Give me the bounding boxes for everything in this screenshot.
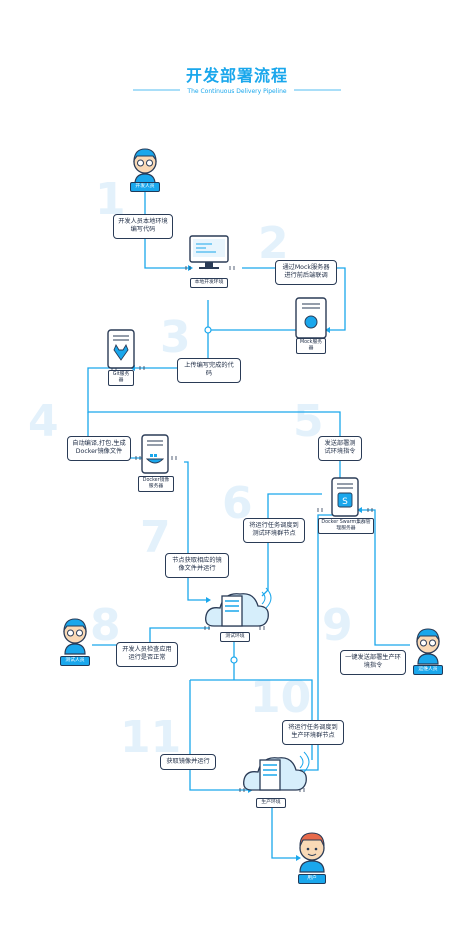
note-step-7: 节点获取相应的镜像文件并运行 (165, 553, 229, 578)
flow-connectors (87, 192, 410, 859)
monitor-icon (189, 235, 229, 269)
tick-marks (111, 266, 373, 792)
note-step-10: 将运行任务调度到生产环境群节点 (282, 720, 344, 745)
step-number-4: 4 (28, 396, 59, 447)
note-step-8: 开发人员检查应用运行是否正常 (116, 642, 178, 667)
git-server-icon (107, 329, 135, 369)
note-step-4: 自动编译,打包,生成Docker镜像文件 (67, 436, 131, 461)
git-server-tag: Git服务器 (108, 370, 134, 386)
note-step-6: 将运行任务调度到测试环境群节点 (243, 518, 305, 543)
note-step-11: 获取镜像并运行 (160, 754, 216, 771)
prod-env-cloud-icon (243, 751, 310, 791)
note-step-9: 一键发送部署生产环境指令 (340, 650, 406, 675)
ops-tag: 运维人员 (413, 665, 443, 675)
docker-swarm-tag: Docker Swarm集群管理服务器 (318, 518, 374, 534)
mock-server-tag: Mock服务器 (296, 338, 326, 354)
step-number-2: 2 (258, 218, 289, 269)
tester-tag: 测试人员 (60, 656, 90, 666)
step-number-7: 7 (140, 512, 171, 563)
docker-swarm-icon: S (331, 477, 359, 517)
junction-nodes (204, 326, 238, 664)
note-step-3: 上传编写完成的代码 (177, 358, 241, 383)
svg-text:S: S (342, 497, 348, 507)
user-avatar (299, 832, 325, 873)
developer-avatar (133, 148, 157, 185)
step-number-11: 11 (120, 712, 182, 763)
step-number-9: 9 (322, 600, 353, 651)
ops-avatar (416, 628, 440, 665)
local-env-tag: 本地开发环境 (190, 278, 228, 288)
prod-env-tag: 生产环境 (256, 798, 286, 808)
step-number-8: 8 (90, 600, 121, 651)
mock-server-icon (295, 297, 327, 339)
user-tag: 用户 (298, 874, 326, 884)
developer-tag: 开发人员 (130, 182, 160, 192)
docker-registry-icon (141, 434, 169, 474)
docker-registry-tag: Docker镜像服务器 (138, 476, 174, 492)
page-title: 开发部署流程 (185, 66, 288, 85)
note-step-5: 发送部署测试环境指令 (318, 436, 362, 461)
note-step-1: 开发人员本地环境编写代码 (113, 214, 173, 239)
page-subtitle: The Continuous Delivery Pipeline (187, 88, 287, 95)
step-number-3: 3 (160, 312, 191, 363)
test-env-tag: 测试环境 (220, 632, 250, 642)
test-env-cloud-icon (205, 587, 272, 627)
tester-avatar (63, 618, 87, 655)
step-number-10: 10 (250, 672, 312, 723)
note-step-2: 通过Mock服务器进行前后端联调 (275, 260, 337, 285)
